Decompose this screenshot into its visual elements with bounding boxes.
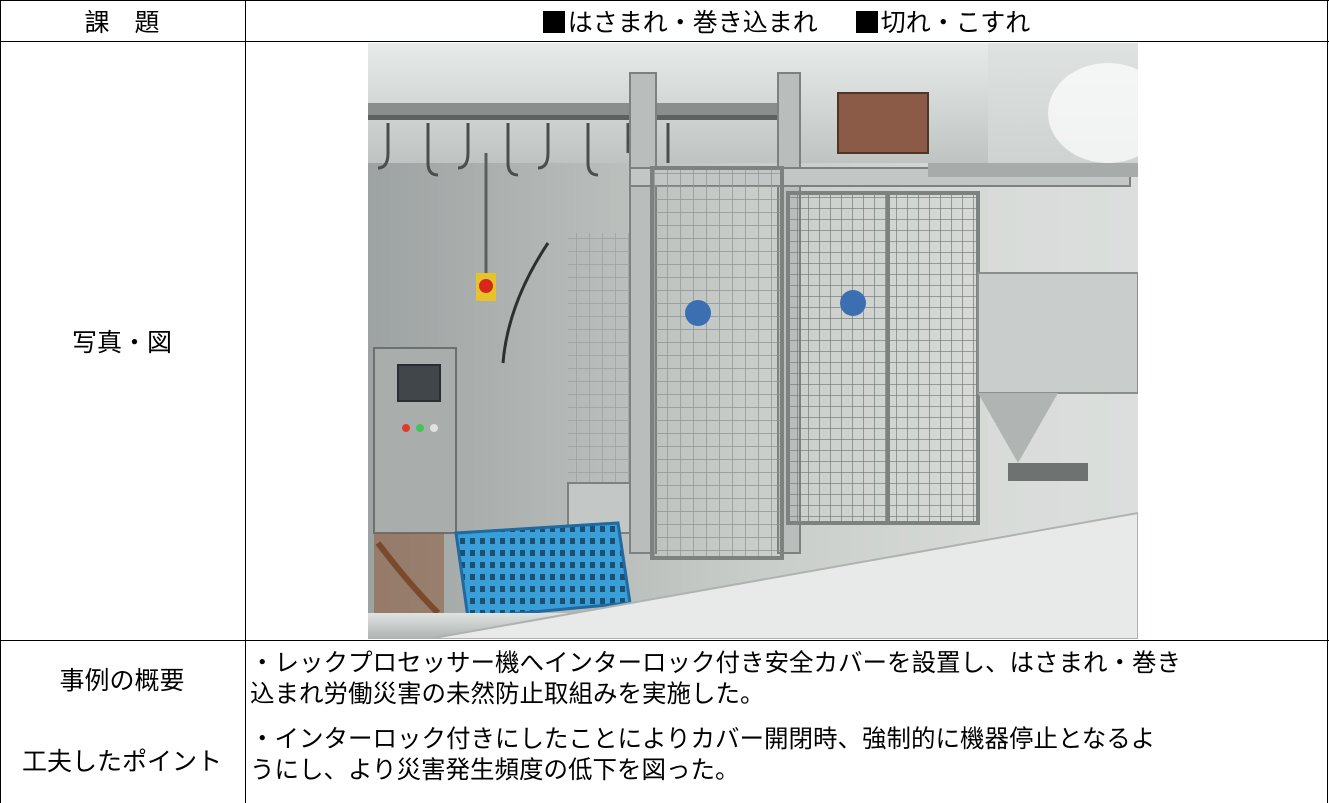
topic-item: 切れ・こすれ: [880, 7, 1031, 37]
points-label: 工夫したポイント: [21, 747, 222, 776]
topic-label: 課 題: [84, 7, 160, 37]
summary-line: ・レックプロセッサー機へインターロック付き安全カバーを設置し、はさまれ・巻き: [250, 648, 1181, 677]
table-border-left: [0, 0, 1, 803]
summary-text: ・レックプロセッサー機へインターロック付き安全カバーを設置し、はさまれ・巻き 込…: [250, 647, 1325, 709]
summary-line: 込まれ労働災害の未然防止取組みを実施した。: [250, 679, 765, 708]
points-text: ・インターロック付きにしたことによりカバー開閉時、強制的に機器停止となるよ うに…: [250, 723, 1325, 785]
machine-illustration: [368, 43, 1138, 639]
table-border-right: [1327, 0, 1328, 803]
column-divider: [245, 0, 246, 803]
photo-label: 写真・図: [71, 327, 172, 357]
points-line: うにし、より災害発生頻度の低下を図った。: [250, 755, 740, 784]
square-bullet-icon: [855, 10, 878, 33]
square-bullet-icon: [542, 10, 565, 33]
table-border-top: [0, 0, 1329, 1]
machine-photo: [368, 43, 1138, 639]
topic-item: はさまれ・巻き込まれ: [567, 7, 818, 37]
row-divider: [0, 640, 1329, 641]
topic-value: はさまれ・巻き込まれ 切れ・こすれ: [246, 0, 1327, 41]
points-line: ・インターロック付きにしたことによりカバー開閉時、強制的に機器停止となるよ: [250, 724, 1156, 753]
summary-label: 事例の概要: [59, 666, 185, 695]
row-divider: [0, 41, 1329, 42]
